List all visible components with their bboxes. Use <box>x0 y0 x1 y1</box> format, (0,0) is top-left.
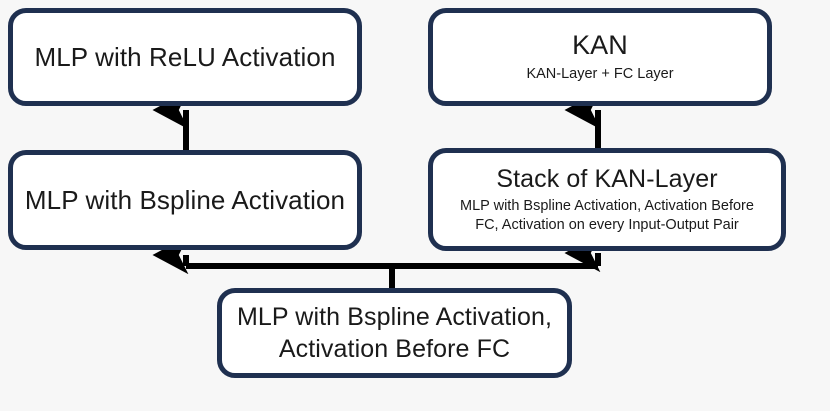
node-subtitle: MLP with Bspline Activation, Activation … <box>460 198 754 233</box>
node-mlp-with-bspline-activation-before-fc[interactable]: MLP with Bspline Activation, Activation … <box>217 288 572 378</box>
node-title: MLP with ReLU Activation <box>34 41 336 72</box>
node-kan[interactable]: KAN KAN-Layer + FC Layer <box>428 8 772 106</box>
node-subtitle: KAN-Layer + FC Layer <box>526 66 674 83</box>
node-stack-of-kan-layer[interactable]: Stack of KAN-Layer MLP with Bspline Acti… <box>428 148 786 251</box>
edge-base-splitter <box>152 233 601 288</box>
node-title: KAN <box>572 30 628 61</box>
node-title: Stack of KAN-Layer <box>496 164 718 193</box>
node-title: MLP with Bspline Activation, Activation … <box>237 302 552 364</box>
node-title: MLP with Bspline Activation <box>24 184 346 215</box>
node-mlp-with-bspline-activation[interactable]: MLP with Bspline Activation <box>8 150 362 250</box>
node-mlp-with-relu-activation[interactable]: MLP with ReLU Activation <box>8 8 362 106</box>
